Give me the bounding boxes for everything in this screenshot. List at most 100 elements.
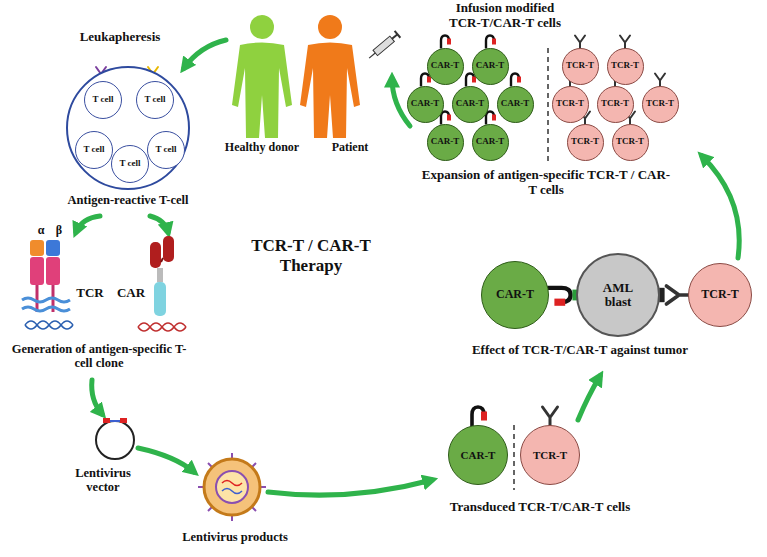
tcr-receptor — [543, 407, 558, 427]
tcr-receptor — [659, 286, 690, 304]
lentivirus-vector-plasmid — [96, 418, 134, 459]
tcr-receptor — [620, 36, 630, 49]
stage-label: Healthy donor — [212, 141, 312, 155]
cell-label: CAR-T — [456, 99, 485, 109]
t-cell-circle: T cell — [136, 81, 174, 119]
syringe — [366, 31, 400, 62]
stage-label: Generation of antigen-specific T-cell cl… — [3, 342, 195, 371]
car-t-cell: CAR-T — [407, 86, 444, 123]
cell-label: TCR-T — [533, 449, 567, 461]
stage-label: Expansion of antigen-specific TCR-T / CA… — [418, 168, 674, 198]
car-receptor — [441, 36, 451, 49]
divider-line — [547, 48, 549, 162]
tcr-receptor-y — [575, 36, 585, 49]
center-title: TCR-T / CAR-T Therapy — [245, 236, 377, 275]
tcr-t-cell: TCR-T — [642, 86, 679, 123]
tcr-t-cell: TCR-T — [520, 425, 580, 485]
car-receptor — [547, 288, 578, 306]
cell-label: T cell — [155, 145, 176, 155]
tcr-t-cell: TCR-T — [597, 86, 634, 123]
tcr-t-cell: TCR-T — [607, 48, 644, 85]
car-t-cell: CAR-T — [427, 124, 464, 161]
stage-label: TCR — [72, 286, 108, 301]
stage-label: α — [34, 224, 48, 238]
car-receptor — [441, 112, 451, 125]
tcr-receptor-y — [655, 74, 665, 87]
cell-label: AML blast — [595, 281, 641, 310]
patient-figure — [300, 15, 360, 138]
lentivirus-particle — [198, 453, 266, 521]
car-receptor-domain — [492, 39, 496, 45]
healthy-donor-figure — [232, 15, 292, 138]
car-receptor — [511, 74, 521, 87]
stage-label: Infusion modified TCR-T/CAR-T cells — [440, 1, 570, 31]
t-cell-pool-circle: Antigen-reactive T-cellT cellT cellT cel… — [66, 66, 190, 190]
car-t-cell: CAR-T — [427, 48, 464, 85]
car-receptor-domain — [517, 77, 521, 83]
group-heading: Antigen-reactive T-cell — [68, 194, 189, 208]
cell-label: TCR-T — [611, 61, 639, 71]
cell-label: T cell — [119, 159, 140, 169]
stage-label: Lentivirus vector — [66, 466, 140, 495]
car-t-cell: CAR-T — [472, 124, 509, 161]
car-receptor-domain — [492, 115, 496, 121]
cell-label: CAR-T — [411, 99, 440, 109]
car-receptor-domain — [481, 412, 487, 421]
stage-label: Effect of TCR-T/CAR-T against tumor — [430, 343, 730, 358]
cell-label: TCR-T — [566, 61, 594, 71]
car-receptor-drawing — [138, 236, 186, 331]
t-cell-circle: T cell — [84, 81, 122, 119]
tcr-t-cell: TCR-T — [552, 86, 589, 123]
car-t-cell: CAR-T — [472, 48, 509, 85]
cell-label: TCR-T — [556, 99, 584, 109]
tcr-receptor-y — [666, 286, 689, 304]
t-cell-circle: T cell — [111, 145, 149, 183]
cell-label: CAR-T — [431, 61, 460, 71]
cell-label: CAR-T — [461, 449, 496, 461]
tcr-t-cell: TCR-T — [567, 124, 604, 161]
car-receptor-domain — [447, 115, 451, 121]
cell-label: TCR-T — [646, 99, 674, 109]
cell-label: TCR-T — [571, 137, 599, 147]
tcr-receptor-drawing — [22, 240, 73, 329]
car-t-cell: CAR-T — [448, 425, 508, 485]
car-t-cell: CAR-T — [481, 261, 549, 329]
tcr-receptor — [575, 36, 585, 49]
divider-line — [513, 425, 515, 490]
peptide-mhc — [659, 288, 664, 302]
aml-blast-cell: AML blast — [576, 253, 660, 337]
stage-label: Lentivirus products — [160, 530, 310, 544]
stage-label: β — [52, 224, 66, 238]
cell-label: CAR-T — [476, 137, 505, 147]
cell-label: CAR-T — [501, 99, 530, 109]
tcr-t-cell: TCR-T — [612, 124, 649, 161]
tcr-receptor — [655, 74, 665, 87]
t-cell-circle: T cell — [75, 131, 113, 169]
tcr-t-cell: TCR-T — [688, 263, 752, 327]
cell-label: T cell — [92, 95, 113, 105]
tcr-t-cell: TCR-T — [562, 48, 599, 85]
cell-label: TCR-T — [601, 99, 629, 109]
car-t-cell: CAR-T — [497, 86, 534, 123]
car-receptor-domain — [447, 39, 451, 45]
stage-label: Transduced TCR-T/CAR-T cells — [420, 500, 660, 515]
car-t-cell: CAR-T — [452, 86, 489, 123]
stage-label: Patient — [312, 141, 388, 155]
stage-label: Leukapheresis — [65, 30, 175, 45]
cell-label: CAR-T — [431, 137, 460, 147]
car-receptor — [486, 36, 496, 49]
car-receptor — [472, 407, 487, 427]
cell-label: T cell — [144, 95, 165, 105]
car-receptor-domain — [554, 299, 565, 306]
cell-label: TCR-T — [701, 288, 738, 301]
cell-label: CAR-T — [496, 288, 534, 301]
cell-label: T cell — [83, 145, 104, 155]
tcr-receptor-y — [543, 407, 558, 427]
cell-label: CAR-T — [476, 61, 505, 71]
cell-label: TCR-T — [616, 137, 644, 147]
t-cell-circle: T cell — [147, 131, 185, 169]
car-receptor — [486, 112, 496, 125]
tcr-receptor-y — [620, 36, 630, 49]
stage-label: CAR — [112, 286, 150, 301]
